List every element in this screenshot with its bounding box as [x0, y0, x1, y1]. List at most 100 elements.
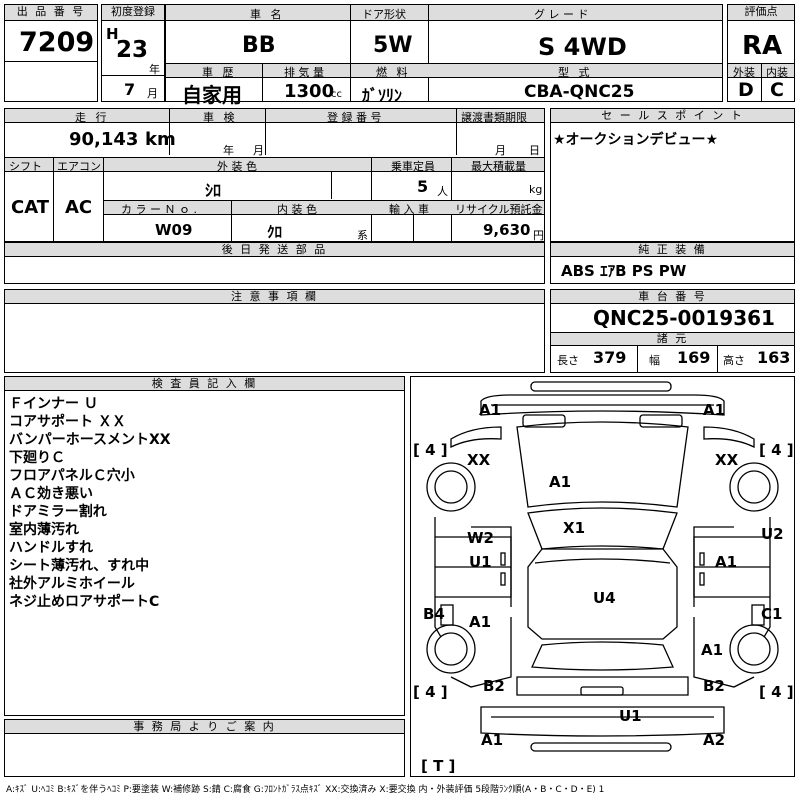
- mileage-unit: km: [145, 129, 176, 150]
- recycle-unit: 円: [533, 229, 544, 242]
- grade: S 4WD: [538, 33, 627, 61]
- first-reg-header: 初度登録: [102, 5, 164, 21]
- inspection-year-unit: 年: [223, 144, 234, 157]
- inspector-note: 下廻りＣ: [9, 450, 65, 466]
- equipment-list: ABS ｴｱB PS PW: [561, 262, 687, 280]
- color-no-header: カ ラ ー Ｎ ｏ .: [121, 203, 197, 216]
- reg-number-header: 登 録 番 号: [327, 111, 382, 124]
- damage-sill-right: C1: [761, 605, 783, 623]
- tire-rear-left: [ 4 ]: [413, 683, 448, 701]
- aircon-header: エアコン: [57, 160, 101, 173]
- recycle-header: リサイクル預託金: [455, 203, 543, 216]
- capacity: 5: [417, 177, 429, 196]
- damage-bumper-rear-right: A2: [703, 731, 726, 749]
- lot-box: 出 品 番 号 7209: [4, 4, 98, 102]
- inspector-header: 検 査 員 記 入 欄: [5, 377, 404, 391]
- capacity-header: 乗車定員: [391, 160, 435, 173]
- mileage-header: 走 行: [75, 111, 110, 124]
- damage-hood: A1: [549, 473, 572, 491]
- inspector-notes: Ｆインナー Ｕ コアサポート ＸＸ バンパーホースメントXX 下廻りＣ フロアパ…: [9, 395, 171, 611]
- first-reg-era: H: [106, 25, 119, 43]
- exterior-color-header: 外 装 色: [217, 160, 257, 173]
- transfer-month-unit: 月: [495, 144, 506, 157]
- inspector-note: フロアパネルＣ穴小: [9, 468, 135, 484]
- equipment-header: 純 正 装 備: [551, 243, 794, 257]
- details-box: 走 行 車 検 登 録 番 号 譲渡書類期限 90,143 km 年 月 月 日…: [4, 108, 545, 242]
- color-number: W09: [155, 221, 193, 239]
- interior-color-unit: 系: [357, 229, 368, 242]
- model-code: CBA-QNC25: [524, 82, 635, 102]
- first-reg-month: 7: [124, 80, 136, 99]
- score-box: 評価点 RA 外装 内装 D C: [727, 4, 795, 102]
- inspector-note: ＡＣ効き悪い: [9, 486, 93, 502]
- inspector-note: シート薄汚れ、すれ中: [9, 558, 150, 574]
- damage-fender-left: XX: [467, 451, 491, 469]
- door-header: ドア形状: [362, 8, 406, 21]
- car-name: BB: [242, 33, 276, 58]
- tire-rear-right: [ 4 ]: [759, 683, 794, 701]
- damage-fender-right: XX: [715, 451, 739, 469]
- displacement-unit: cc: [331, 89, 342, 100]
- max-load-header: 最大積載量: [471, 160, 526, 173]
- interior-color: ｸﾛ: [267, 223, 283, 241]
- transfer-header: 譲渡書類期限: [461, 111, 527, 124]
- damage-front-door-right: A1: [715, 553, 738, 571]
- inspection-month-unit: 月: [253, 144, 264, 157]
- sales-point-header: セ ー ル ス ポ イ ン ト: [551, 109, 794, 123]
- exterior-color: ｼﾛ: [205, 181, 222, 200]
- transfer-day-unit: 日: [529, 144, 540, 157]
- interior-grade: C: [770, 79, 784, 101]
- grade-header: グ レ ー ド: [534, 8, 589, 21]
- notes-box: 注 意 事 項 欄: [4, 289, 545, 373]
- inspector-note: 社外アルミホイール: [9, 576, 135, 592]
- damage-front-right: A1: [703, 401, 726, 419]
- recycle-fee: 9,630: [483, 221, 531, 239]
- max-load-unit: kg: [529, 183, 543, 196]
- legend-text: A:ｷｽﾞ U:ﾍｺﾐ B:ｷｽﾞを伴うﾍｺﾐ P:要塗装 W:補修跡 S:錆 …: [6, 785, 605, 795]
- height-label: 高さ: [723, 354, 745, 367]
- car-name-header: 車 名: [250, 8, 285, 21]
- shift-value: CAT: [11, 197, 50, 218]
- inspection-header: 車 検: [203, 111, 238, 124]
- damage-sill-left: B4: [423, 605, 445, 623]
- first-reg-year-unit: 年: [149, 63, 160, 76]
- damage-rear-left: B2: [483, 677, 505, 695]
- first-registration-box: 初度登録 H 23 年 7 月: [101, 4, 165, 102]
- width-label: 幅: [649, 354, 660, 367]
- damage-roof: U4: [593, 589, 616, 607]
- damage-pillar-right: U2: [761, 525, 784, 543]
- chassis-header: 車 台 番 号: [551, 290, 794, 304]
- aircon-value: AC: [65, 197, 93, 218]
- damage-quarter-right: A1: [701, 641, 724, 659]
- chassis-number: QNC25-0019361: [593, 306, 775, 330]
- exterior-grade-header: 外装: [733, 66, 755, 79]
- inspector-note: Ｆインナー Ｕ: [9, 396, 98, 412]
- damage-front-left: A1: [479, 401, 502, 419]
- inspector-note: ネジ止めロアサポートC: [9, 594, 160, 610]
- car-history: 自家用: [182, 83, 242, 107]
- inspector-note: ハンドルすれ: [9, 540, 93, 556]
- inspector-note: バンパーホースメントXX: [9, 432, 171, 448]
- capacity-unit: 人: [437, 185, 448, 198]
- spare-tire: [ T ]: [421, 757, 456, 775]
- length-value: 379: [593, 348, 627, 367]
- car-info-box: 車 名 ドア形状 グ レ ー ド BB 5W S 4WD 車 歴 排 気 量 燃…: [165, 4, 723, 107]
- shift-header: シフト: [9, 160, 42, 173]
- tire-front-right: [ 4 ]: [759, 441, 794, 459]
- interior-grade-header: 内装: [766, 66, 788, 79]
- notes-header: 注 意 事 項 欄: [5, 290, 544, 304]
- first-reg-month-unit: 月: [147, 87, 158, 100]
- office-header: 事 務 局 よ り ご 案 内: [5, 720, 404, 734]
- sales-point-box: セ ー ル ス ポ イ ン ト ★オークションデビュー★: [550, 108, 795, 242]
- car-outline-diagram: [426, 381, 779, 752]
- damage-windshield: X1: [563, 519, 586, 537]
- chassis-box: 車 台 番 号 QNC25-0019361 諸 元 長さ 379 幅 169 高…: [550, 289, 795, 373]
- office-box: 事 務 局 よ り ご 案 内: [4, 719, 405, 777]
- damage-front-door-left-2: U1: [469, 553, 492, 571]
- inspector-note: 室内薄汚れ: [9, 522, 79, 538]
- first-reg-year: 23: [116, 37, 149, 63]
- damage-rear-bumper: U1: [619, 707, 642, 725]
- damage-front-door-left-1: W2: [467, 529, 494, 547]
- inspector-note: ドアミラー割れ: [9, 504, 107, 520]
- height-value: 163: [757, 348, 791, 367]
